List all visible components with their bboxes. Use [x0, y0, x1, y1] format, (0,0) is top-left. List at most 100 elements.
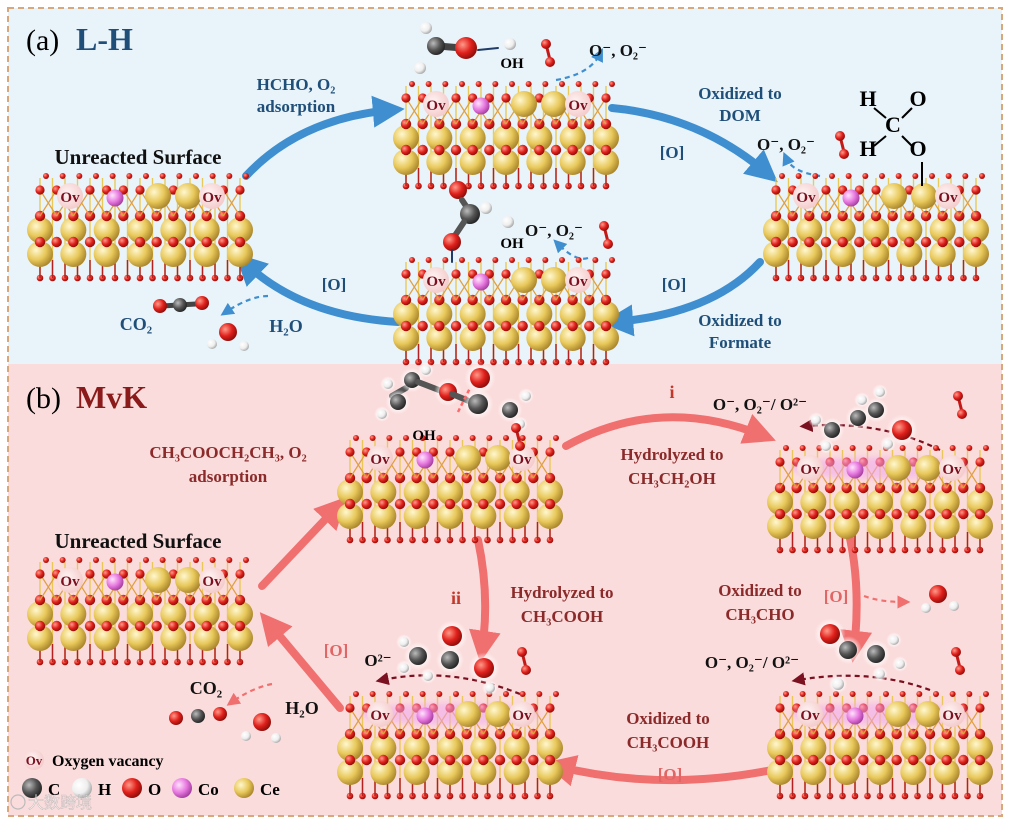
c-atom	[867, 645, 885, 663]
h-atom	[420, 22, 432, 34]
o-atom	[470, 368, 490, 388]
ce-atom	[833, 513, 860, 539]
ce-atom	[459, 125, 486, 151]
ce-atom	[867, 513, 893, 539]
o-atom	[443, 233, 461, 251]
legend-o-sphere	[122, 778, 142, 798]
oxygen-vacancy-label: Ov	[60, 190, 80, 206]
o-atom	[517, 647, 527, 657]
oxygen-vacancy-label: Ov	[938, 190, 958, 206]
ce-atom	[437, 759, 463, 785]
h-atom	[832, 678, 844, 690]
ce-atom	[829, 217, 856, 243]
step-label: HCHO, O₂	[257, 75, 336, 94]
h-atom	[480, 202, 492, 214]
c-atom	[427, 37, 445, 55]
ce-atom	[796, 217, 823, 243]
step-label: Hydrolyzed to	[510, 583, 613, 602]
panel-a-title: L-H	[76, 21, 133, 57]
h-atom	[895, 659, 905, 669]
oxygen-vacancy-label: Ov	[512, 452, 532, 468]
catalyst-surface-slab	[393, 257, 619, 366]
panel-a-letter: (a)	[26, 24, 59, 57]
o-atom	[892, 420, 912, 440]
ce-atom	[503, 735, 530, 761]
ce-atom	[767, 489, 793, 515]
o-atom	[153, 299, 167, 313]
step-label: Oxidized to	[698, 84, 782, 103]
step-label: adsorption	[257, 97, 336, 116]
ce-atom	[863, 217, 889, 243]
oxygen-vacancy-label: Ov	[370, 452, 390, 468]
ce-atom	[370, 503, 397, 529]
ce-atom	[537, 479, 563, 505]
h-atom	[521, 391, 531, 401]
h-atom	[423, 671, 433, 681]
ce-atom	[160, 217, 187, 243]
anion-label: O⁻, O₂⁻/ O²⁻	[705, 653, 799, 672]
o-atom	[474, 658, 494, 678]
h-atom	[421, 365, 431, 375]
h-atom	[502, 216, 514, 228]
ce-atom	[915, 455, 941, 481]
ce-atom	[881, 183, 907, 209]
ce-atom	[963, 217, 989, 243]
ce-atom	[900, 489, 927, 515]
h2o-label: H₂O	[285, 698, 318, 718]
ce-atom	[900, 735, 927, 761]
o-atom	[951, 647, 961, 657]
step-label: Formate	[709, 333, 772, 352]
ce-atom	[145, 183, 171, 209]
o-atom	[253, 713, 271, 731]
ce-atom	[829, 241, 856, 267]
ce-atom	[967, 513, 993, 539]
ce-atom	[337, 759, 363, 785]
h-atom	[241, 731, 251, 741]
ce-atom	[559, 301, 586, 327]
ce-atom	[60, 241, 87, 267]
ce-atom	[503, 503, 530, 529]
ce-atom	[27, 601, 53, 627]
ce-atom	[767, 735, 793, 761]
ce-atom	[60, 217, 87, 243]
step-label: CH₃COOH	[627, 733, 710, 752]
dashed-arrow	[226, 682, 273, 706]
h-atom	[485, 683, 495, 693]
ce-atom	[493, 125, 519, 151]
ce-atom	[867, 759, 893, 785]
c-atom	[173, 298, 187, 312]
ce-atom	[900, 759, 927, 785]
step-label: CH₃CH₂OH	[628, 469, 716, 488]
dom-atom: O	[909, 136, 926, 161]
reaction-arrow	[468, 536, 501, 663]
catalyst-surface-slab	[767, 691, 993, 800]
legend-item-label: H	[98, 780, 111, 799]
ce-atom	[885, 455, 911, 481]
ce-atom	[833, 489, 860, 515]
h-atom	[271, 733, 281, 743]
ce-atom	[537, 735, 563, 761]
ce-atom	[767, 759, 793, 785]
ce-atom	[503, 479, 530, 505]
h-atom	[207, 339, 217, 349]
step-label: DOM	[719, 106, 761, 125]
co2-label: CO₂	[190, 678, 222, 698]
c-atom	[502, 402, 518, 418]
ce-atom	[426, 125, 453, 151]
ce-atom	[867, 735, 893, 761]
o-atom	[603, 239, 613, 249]
dashed-arrow	[553, 239, 589, 260]
catalyst-surface-slab	[337, 691, 563, 800]
h-atom	[399, 663, 409, 673]
catalyst-surface-slab	[27, 173, 253, 282]
ce-atom	[933, 759, 960, 785]
dom-atom: C	[885, 112, 901, 137]
ce-atom	[593, 325, 619, 351]
co-atom	[106, 189, 124, 207]
c-atom	[460, 204, 480, 224]
c-atom	[824, 422, 840, 438]
ce-atom	[503, 759, 530, 785]
c-atom	[839, 641, 857, 659]
o-atom	[835, 131, 845, 141]
oxygen-vacancy-label: Ov	[370, 708, 390, 724]
